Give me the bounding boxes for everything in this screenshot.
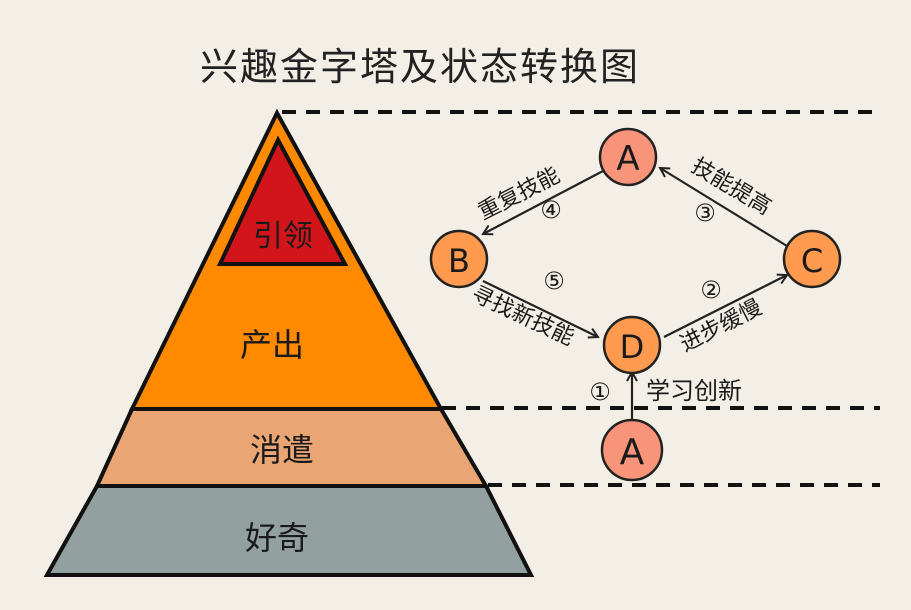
state-node-a-bottom: A xyxy=(600,418,664,482)
arrow-a-to-b xyxy=(483,170,604,234)
pyramid-level-lead xyxy=(216,135,349,266)
state-node-label: A xyxy=(620,432,645,473)
transition-4-num: ④ xyxy=(540,196,562,224)
transition-3-num: ③ xyxy=(694,199,716,227)
pyramid-label-lead: 引领 xyxy=(253,219,313,254)
transition-5-num: ⑤ xyxy=(543,267,565,295)
pyramid-label-leisure: 消遣 xyxy=(250,431,314,469)
state-node-d: D xyxy=(602,315,662,375)
transition-1-num: ① xyxy=(589,378,611,406)
transition-1-label: 学习创新 xyxy=(646,377,742,405)
state-node-label: A xyxy=(616,139,639,179)
state-node-label: C xyxy=(801,242,823,280)
transition-2-num: ② xyxy=(700,276,722,304)
state-node-c: C xyxy=(782,229,842,289)
arrow-d-to-c xyxy=(663,275,787,338)
arrow-b-to-d xyxy=(482,280,598,337)
state-node-a-top: A xyxy=(598,127,658,187)
state-node-label: B xyxy=(448,242,470,280)
diagram-title: 兴趣金字塔及状态转换图 xyxy=(200,45,641,89)
state-node-label: D xyxy=(620,328,645,366)
pyramid-label-curiosity: 好奇 xyxy=(245,519,309,557)
state-node-b: B xyxy=(429,229,489,289)
pyramid-label-output: 产出 xyxy=(240,326,304,364)
arrow-c-to-a xyxy=(660,168,788,247)
transition-2-label: 进步缓慢 xyxy=(676,295,766,357)
